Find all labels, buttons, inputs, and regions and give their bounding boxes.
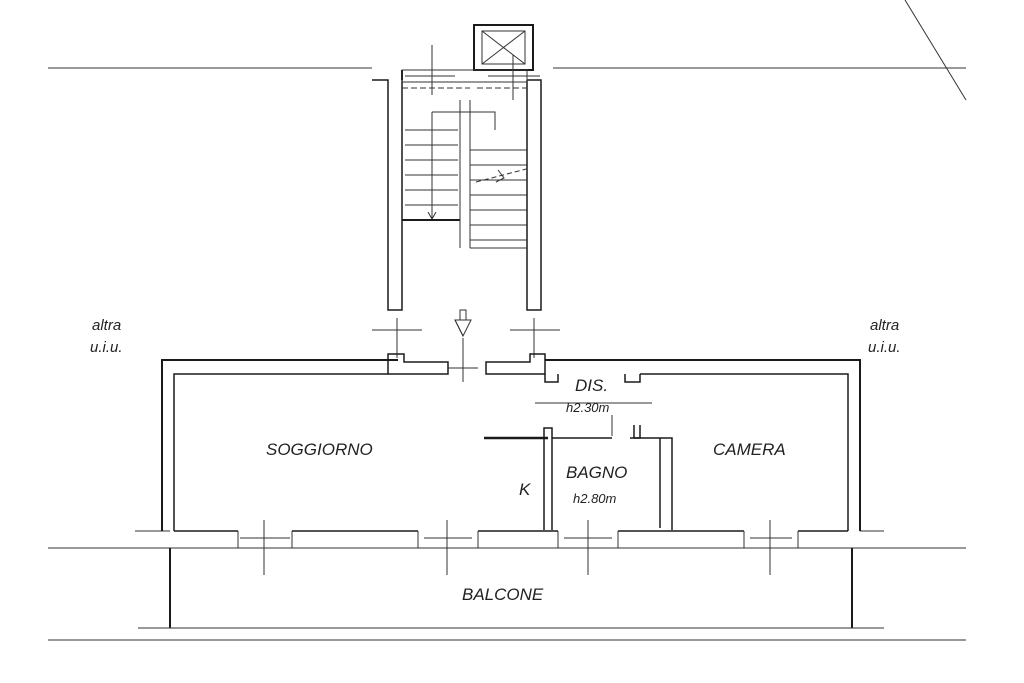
elevator-shaft [473,24,534,71]
room-label-kitchen: K [519,480,531,499]
room-label-balcone: BALCONE [462,585,544,604]
height-label-dis: h2.30m [566,400,610,415]
room-label-soggiorno: SOGGIORNO [266,440,373,459]
window-marks [240,520,771,575]
height-label-bagno: h2.80m [573,491,617,506]
neighbor-right-line2: u.i.u. [868,339,901,356]
neighbor-left-line2: u.i.u. [90,339,123,356]
room-label-camera: CAMERA [713,440,786,459]
stairwell [372,45,542,311]
entrance-arrow-icon [454,309,472,382]
room-label-dis: DIS. [575,376,608,395]
neighbor-left-line1: altra [92,317,121,334]
neighbor-right-line1: altra [870,317,899,334]
building-outline [48,0,967,641]
room-label-bagno: BAGNO [566,463,627,482]
landing-marks [372,318,560,358]
balcony [138,548,884,629]
